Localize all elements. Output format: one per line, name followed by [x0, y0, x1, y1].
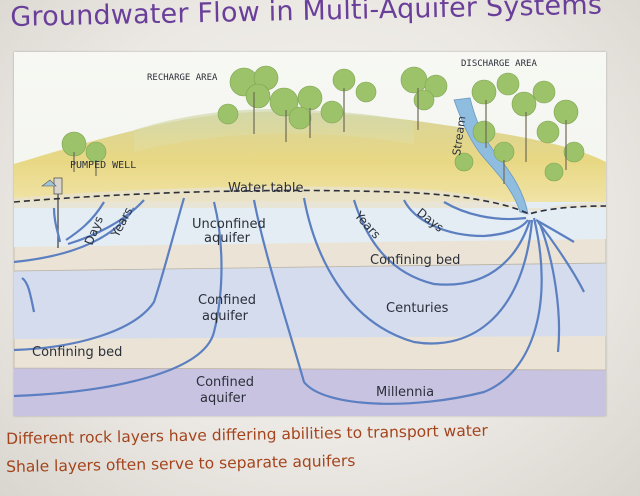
- stream-label: Stream: [450, 115, 468, 156]
- trunks-discharge: [417, 88, 567, 184]
- groundwater-diagram: RECHARGE AREA DISCHARGE AREA Stream PUMP…: [14, 52, 606, 416]
- trees-recharge: [61, 65, 377, 163]
- upper-confined-aquifer-layer: [14, 262, 606, 339]
- unsaturated-band: [14, 186, 606, 212]
- confined-aquifer-lower-label-line1: Confined: [196, 375, 254, 390]
- trunks-recharge: [73, 88, 345, 176]
- confined-aquifer-upper-label-line2: aquifer: [202, 309, 249, 324]
- unconfined-aquifer-label-line1: Unconfined: [192, 217, 266, 232]
- confining-bed-lower-label: Confining bed: [32, 345, 122, 360]
- confining-bed-upper-label: Confining bed: [370, 253, 460, 268]
- pumped-well-label: PUMPED WELL: [70, 160, 136, 171]
- centuries-label: Centuries: [386, 301, 449, 316]
- flow-lines: [14, 197, 585, 405]
- unconfined-aquifer-label-line2: aquifer: [204, 231, 251, 246]
- pumped-well: [41, 177, 63, 248]
- millennia-label: Millennia: [376, 385, 434, 400]
- water-table-line: [14, 189, 606, 215]
- recharge-area-label: RECHARGE AREA: [147, 73, 218, 83]
- trees-discharge: [400, 66, 585, 182]
- water-table-label: Water table: [228, 181, 304, 196]
- confined-aquifer-upper-label-line1: Confined: [198, 293, 256, 308]
- discharge-area-label: DISCHARGE AREA: [461, 59, 537, 69]
- confined-aquifer-lower-label-line2: aquifer: [200, 391, 247, 406]
- lower-confined-aquifer-layer: [14, 364, 606, 416]
